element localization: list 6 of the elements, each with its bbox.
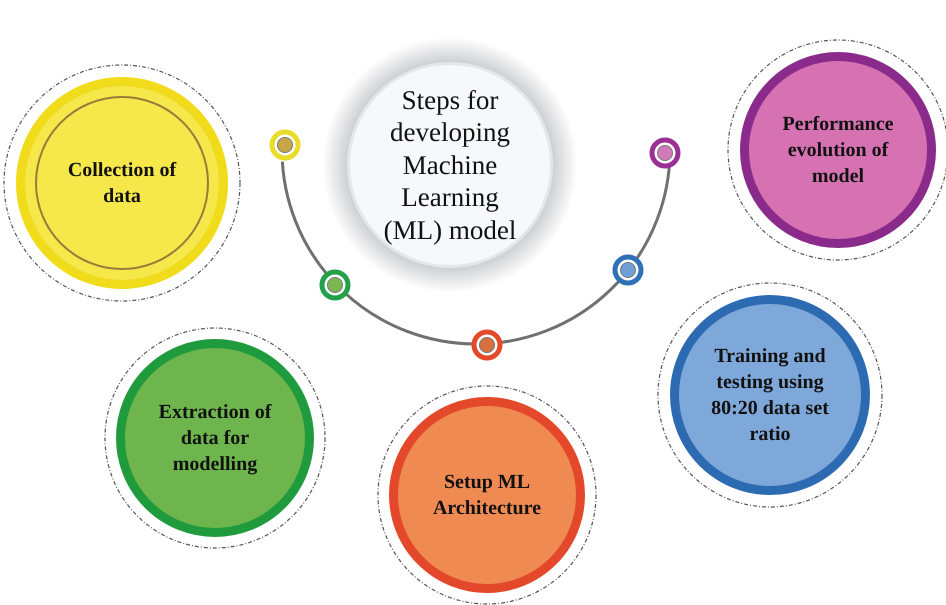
node-text: Performance evolution of model bbox=[781, 112, 895, 189]
node-text: Collection of data bbox=[66, 158, 178, 209]
node-text: Setup ML Architecture bbox=[432, 470, 542, 521]
node-text: Steps for developing Machine Learning (ML) model bbox=[382, 84, 518, 246]
node-text: Training and testing using 80:20 data set ratio bbox=[710, 344, 830, 447]
node-text: Extraction of data for modelling bbox=[158, 400, 273, 477]
